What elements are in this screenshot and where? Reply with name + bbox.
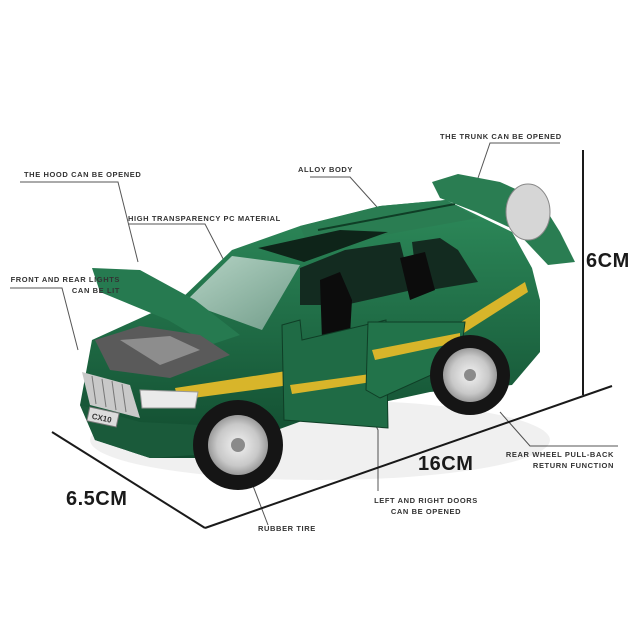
alloy-body-leader bbox=[310, 176, 378, 208]
callout-pc-material: HIGH TRANSPARENCY PC MATERIAL bbox=[128, 214, 281, 223]
callout-trunk: THE TRUNK CAN BE OPENED bbox=[440, 132, 562, 141]
license-plate bbox=[86, 406, 120, 428]
roof-rail bbox=[317, 203, 456, 231]
sunroof bbox=[258, 230, 388, 262]
grille-bars bbox=[91, 375, 127, 413]
callout-doors-line1: LEFT AND RIGHT DOORS bbox=[374, 496, 478, 505]
callout-tire: RUBBER TIRE bbox=[258, 524, 316, 533]
spare-wheel-cover bbox=[505, 183, 551, 241]
width-dimension-line bbox=[51, 431, 206, 529]
rear-door-stripe bbox=[372, 333, 460, 360]
callout-alloy-body: ALLOY BODY bbox=[298, 165, 354, 174]
callout-doors: LEFT AND RIGHT DOORS CAN BE OPENED bbox=[360, 495, 492, 517]
windshield bbox=[185, 256, 300, 330]
callout-leaders bbox=[10, 142, 618, 526]
lights-leader bbox=[10, 287, 79, 351]
license-plate-text: CX10 bbox=[91, 412, 113, 425]
dimension-height: 6CM bbox=[586, 250, 630, 272]
door-stripe bbox=[290, 372, 385, 394]
engine-block bbox=[120, 336, 200, 365]
callout-pullback-line1: REAR WHEEL PULL-BACK bbox=[505, 450, 614, 459]
toy-suv: CX10 bbox=[80, 174, 575, 458]
front-seat bbox=[320, 272, 352, 340]
callout-doors-line2: CAN BE OPENED bbox=[390, 507, 462, 516]
pullback-leader bbox=[499, 411, 618, 447]
callout-lights: FRONT AND REAR LIGHTS CAN BE LIT bbox=[2, 274, 120, 296]
trunk-leader bbox=[477, 142, 560, 179]
rear-seat bbox=[400, 252, 435, 300]
front-wheel bbox=[193, 400, 283, 490]
dimension-lines bbox=[51, 150, 613, 529]
rear-wheel bbox=[430, 335, 510, 415]
open-left-door bbox=[281, 319, 389, 429]
callout-lights-line2: CAN BE LIT bbox=[71, 286, 120, 295]
callout-lights-line1: FRONT AND REAR LIGHTS bbox=[10, 275, 120, 284]
hood-leader bbox=[20, 181, 139, 263]
callout-pullback: REAR WHEEL PULL-BACK RETURN FUNCTION bbox=[490, 449, 614, 471]
side-stripe bbox=[175, 282, 528, 400]
dimension-width: 6.5CM bbox=[66, 488, 128, 510]
headlight bbox=[139, 389, 199, 409]
callout-hood: THE HOOD CAN BE OPENED bbox=[24, 170, 142, 179]
length-dimension-line bbox=[204, 385, 613, 529]
open-trunk bbox=[432, 174, 575, 265]
open-hood bbox=[92, 268, 240, 345]
callout-pullback-line2: RETURN FUNCTION bbox=[532, 461, 614, 470]
dimension-length: 16CM bbox=[418, 453, 474, 475]
